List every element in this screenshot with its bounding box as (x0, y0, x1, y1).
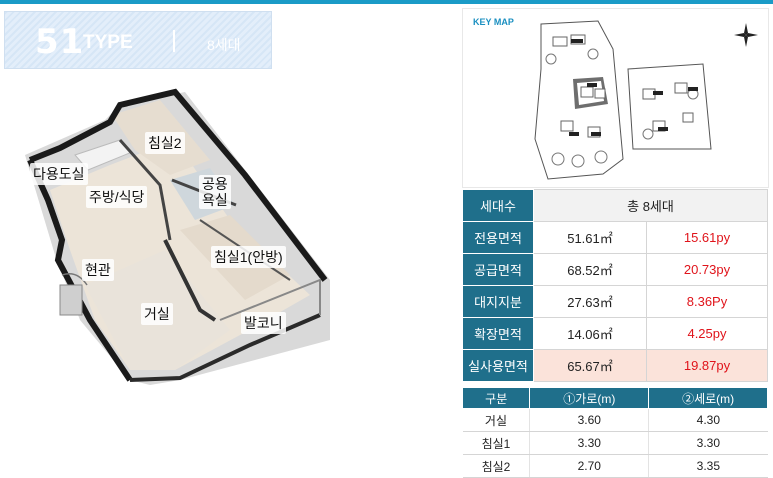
spec-label: 공급면적 (462, 253, 534, 286)
dimension-row: 침실2 2.70 3.35 (462, 454, 768, 478)
type-badge: 51 TYPE 8세대 (4, 11, 272, 69)
room-label-master-bedroom: 침실1(안방) (211, 246, 286, 268)
dimension-width: 3.30 (529, 431, 649, 455)
bathroom-label-line1: 공용 (202, 176, 228, 192)
dimension-header: ①가로(m) (529, 387, 650, 409)
type-word: TYPE (83, 32, 133, 53)
spec-value-households: 총 8세대 (533, 189, 768, 222)
key-map-title: KEY MAP (473, 17, 514, 27)
spec-value-m2: 65.67㎡ (533, 349, 647, 382)
floor-plan: 침실2 다용도실 주방/식당 공용 욕실 침실1(안방) 현관 거실 발코니 (0, 80, 330, 400)
dimension-depth: 3.35 (648, 454, 768, 478)
spec-value-m2: 14.06㎡ (533, 317, 647, 350)
dimension-room: 침실1 (462, 431, 530, 455)
dimension-room: 침실2 (462, 454, 530, 478)
spec-label: 전용면적 (462, 221, 534, 254)
key-map: KEY MAP (462, 8, 769, 188)
spec-value-py: 20.73py (646, 253, 768, 286)
room-label-entrance: 현관 (82, 259, 114, 281)
spec-row-households: 세대수 총 8세대 (462, 189, 768, 222)
dimension-depth: 4.30 (648, 408, 768, 432)
spec-row: 공급면적 68.52㎡ 20.73py (462, 253, 768, 286)
room-label-bedroom2: 침실2 (145, 132, 185, 154)
bathroom-label-line2: 욕실 (202, 192, 228, 208)
room-label-living: 거실 (141, 303, 173, 325)
top-accent-bar (0, 0, 773, 4)
spec-value-py: 19.87py (646, 349, 768, 382)
spec-value-py: 8.36Py (646, 285, 768, 318)
unit-count: 8세대 (207, 37, 241, 53)
spec-value-m2: 27.63㎡ (533, 285, 647, 318)
spec-label: 실사용면적 (462, 349, 534, 382)
dimension-header-row: 구분 ①가로(m) ②세로(m) (461, 387, 768, 409)
room-label-utility: 다용도실 (30, 163, 88, 185)
key-map-drawing (534, 20, 758, 180)
dimension-width: 3.60 (529, 408, 649, 432)
dimension-depth: 3.30 (648, 431, 768, 455)
spec-label: 대지지분 (462, 285, 534, 318)
spec-value-py: 15.61py (646, 221, 768, 254)
compass-icon (734, 23, 758, 47)
dimension-row: 침실1 3.30 3.30 (462, 431, 768, 455)
spec-row: 전용면적 51.61㎡ 15.61py (462, 221, 768, 254)
badge-divider (173, 30, 175, 52)
room-label-bathroom: 공용 욕실 (199, 175, 231, 209)
spec-row: 확장면적 14.06㎡ 4.25py (462, 317, 768, 350)
room-dimension-table: 구분 ①가로(m) ②세로(m) 거실 3.60 4.30 침실1 3.30 3… (461, 387, 768, 478)
spec-value-py: 4.25py (646, 317, 768, 350)
area-spec-table: 세대수 총 8세대 전용면적 51.61㎡ 15.61py 공급면적 68.52… (462, 189, 768, 382)
type-number: 51 (35, 22, 85, 62)
spec-label: 확장면적 (462, 317, 534, 350)
spec-value-m2: 51.61㎡ (533, 221, 647, 254)
dimension-header: 구분 (461, 387, 531, 409)
floor-plan-drawing (25, 88, 330, 385)
spec-row: 대지지분 27.63㎡ 8.36Py (462, 285, 768, 318)
dimension-room: 거실 (462, 408, 530, 432)
room-label-balcony: 발코니 (241, 312, 286, 334)
dimension-width: 2.70 (529, 454, 649, 478)
room-label-kitchen: 주방/식당 (86, 186, 148, 208)
spec-value-m2: 68.52㎡ (533, 253, 647, 286)
dimension-header: ②세로(m) (648, 387, 768, 409)
spec-label-households: 세대수 (462, 189, 534, 222)
dimension-row: 거실 3.60 4.30 (462, 408, 768, 432)
spec-row-highlight: 실사용면적 65.67㎡ 19.87py (462, 349, 768, 382)
